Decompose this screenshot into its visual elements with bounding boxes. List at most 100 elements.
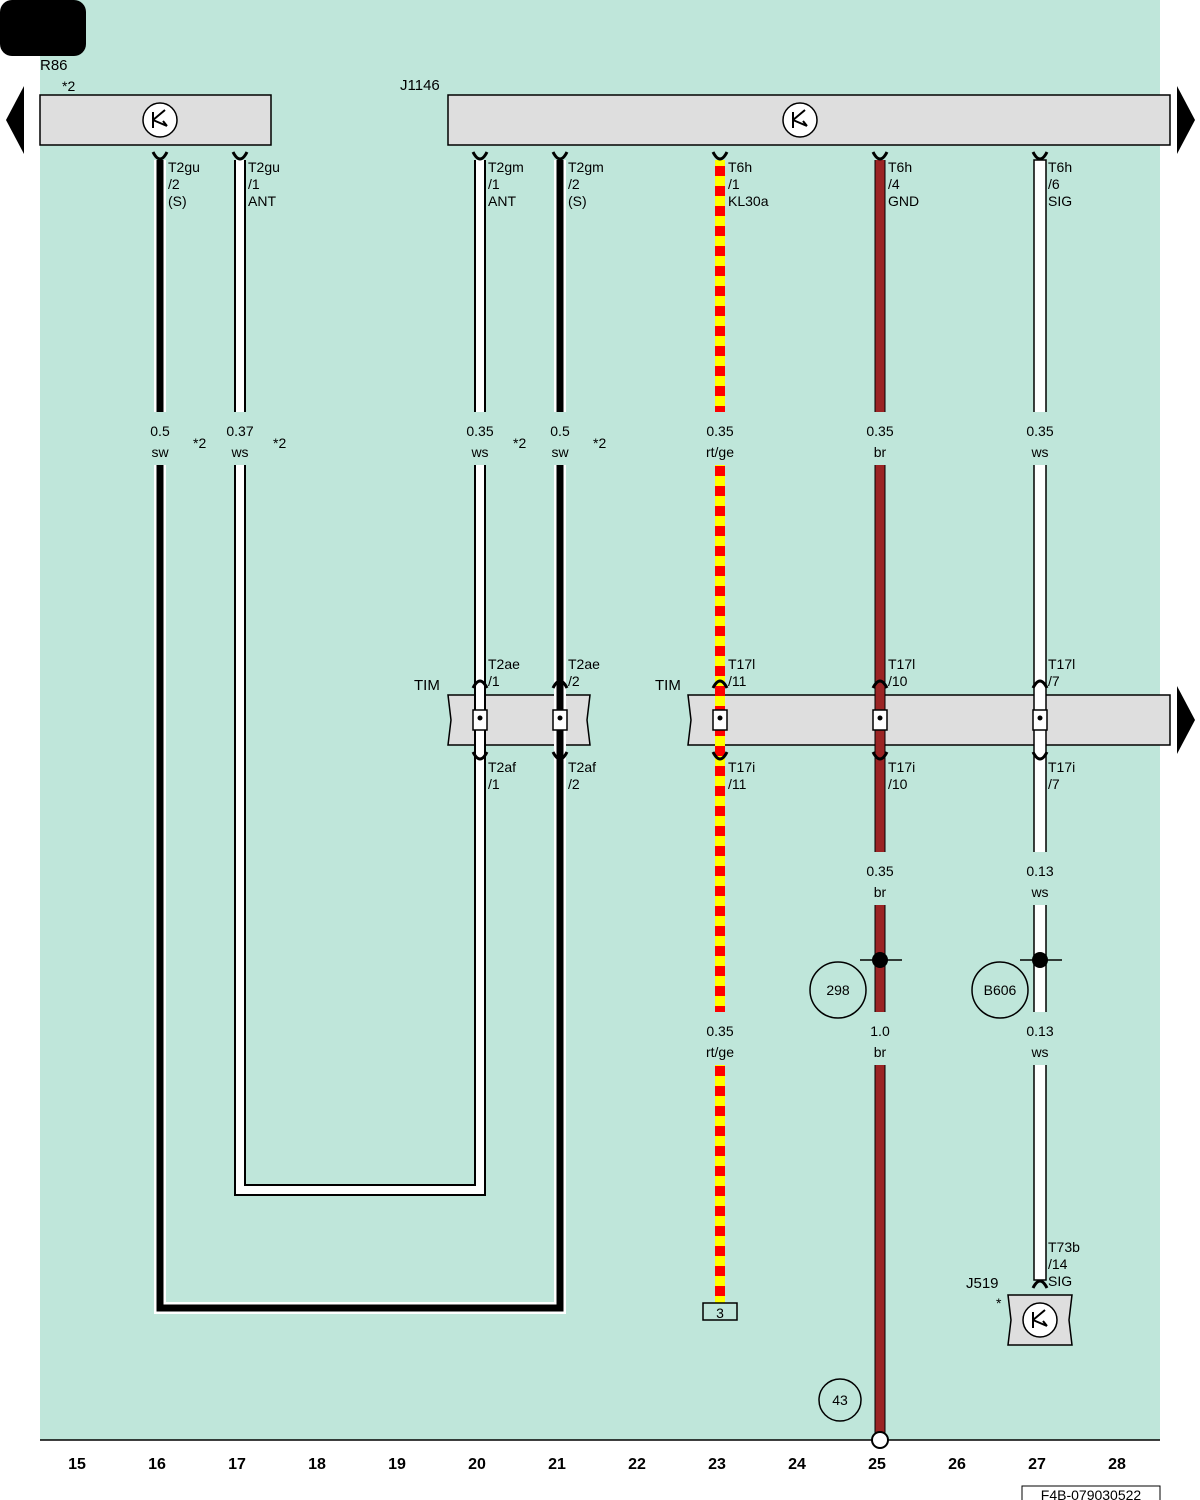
wire-notes: *2 *2 *2 *2	[193, 435, 606, 451]
svg-text:17: 17	[228, 1456, 246, 1473]
svg-text:26: 26	[948, 1456, 966, 1473]
svg-text:SIG: SIG	[1048, 1273, 1072, 1289]
svg-text:0.13: 0.13	[1026, 863, 1053, 879]
svg-text:ws: ws	[1030, 884, 1048, 900]
component-symbol-icon	[152, 109, 168, 128]
svg-text:SIG: SIG	[1048, 193, 1072, 209]
svg-text:br: br	[874, 884, 887, 900]
arrow-right-icon[interactable]	[1177, 686, 1195, 754]
svg-text:1.0: 1.0	[870, 1023, 890, 1039]
svg-text:15: 15	[68, 1456, 86, 1473]
svg-text:/14: /14	[1048, 1256, 1068, 1272]
svg-text:28: 28	[1108, 1456, 1126, 1473]
page-tab	[0, 0, 86, 56]
wire-25[interactable]	[875, 160, 885, 1440]
wire-16-21-loop-fill	[156, 160, 564, 1312]
svg-text:rt/ge: rt/ge	[706, 444, 734, 460]
arrow-left-icon[interactable]	[6, 86, 24, 154]
svg-text:T17i: T17i	[888, 759, 915, 775]
svg-text:/2: /2	[568, 176, 580, 192]
svg-text:T2gm: T2gm	[488, 159, 524, 175]
pin-symbols	[151, 151, 1049, 1289]
svg-text:0.35: 0.35	[706, 1023, 733, 1039]
j1146-component[interactable]: J1146	[400, 77, 1171, 146]
svg-text:ws: ws	[1030, 1044, 1048, 1060]
svg-text:ws: ws	[1030, 444, 1048, 460]
svg-text:GND: GND	[888, 193, 919, 209]
svg-text:ws: ws	[230, 444, 248, 460]
svg-text:T2ae: T2ae	[568, 656, 600, 672]
svg-text:/2: /2	[568, 776, 580, 792]
reference-box-3[interactable]: 3	[702, 1302, 738, 1321]
svg-text:0.35: 0.35	[866, 863, 893, 879]
tim-right-connector[interactable]: TIM	[655, 677, 1171, 746]
connector-pin-marks	[477, 715, 1043, 721]
svg-text:ANT: ANT	[488, 193, 516, 209]
svg-text:/11: /11	[728, 776, 747, 792]
svg-text:T17l: T17l	[888, 656, 915, 672]
splice-298[interactable]: 298	[809, 952, 902, 1019]
svg-text:23: 23	[708, 1456, 726, 1473]
svg-text:20: 20	[468, 1456, 486, 1473]
arrow-right-icon[interactable]	[1177, 86, 1195, 154]
svg-text:T2ae: T2ae	[488, 656, 520, 672]
svg-text:sw: sw	[151, 444, 169, 460]
wire-17-20-loop-fill	[236, 160, 484, 1194]
svg-text:T6h: T6h	[1048, 159, 1072, 175]
svg-text:T2gu: T2gu	[168, 159, 200, 175]
svg-text:25: 25	[868, 1456, 886, 1473]
svg-text:21: 21	[548, 1456, 566, 1473]
svg-text:24: 24	[788, 1456, 806, 1473]
svg-text:sw: sw	[551, 444, 569, 460]
svg-text:/2: /2	[168, 176, 180, 192]
tim-right-label: TIM	[655, 677, 681, 694]
svg-text:0.5: 0.5	[550, 423, 570, 439]
svg-text:(S): (S)	[168, 193, 187, 209]
component-symbol-icon	[142, 102, 178, 138]
wire-23[interactable]	[715, 160, 725, 1310]
splice-298-label: 298	[826, 982, 850, 998]
wire-labels: 0.5 sw 0.37 ws 0.35 ws 0.5 sw 0.35 rt/ge…	[150, 423, 1054, 1060]
svg-text:T2gm: T2gm	[568, 159, 604, 175]
svg-text:27: 27	[1028, 1456, 1046, 1473]
component-symbol-icon	[782, 102, 818, 138]
svg-text:/4: /4	[888, 176, 900, 192]
svg-text:0.35: 0.35	[466, 423, 493, 439]
svg-text:br: br	[874, 444, 887, 460]
ground-reference-43-label: 43	[832, 1392, 848, 1408]
splice-b606-label: B606	[984, 982, 1017, 998]
svg-text:/10: /10	[888, 673, 908, 689]
svg-text:18: 18	[308, 1456, 326, 1473]
svg-text:0.35: 0.35	[706, 423, 733, 439]
j519-note: *	[996, 1295, 1002, 1311]
r86-note: *2	[62, 78, 75, 94]
svg-text:ws: ws	[470, 444, 488, 460]
ground-reference-43[interactable]: 43	[818, 1378, 889, 1449]
svg-text:*2: *2	[273, 435, 286, 451]
j1146-label: J1146	[400, 77, 440, 94]
svg-text:T2af: T2af	[568, 759, 596, 775]
wire-label-gaps	[140, 412, 1060, 1065]
svg-text:/7: /7	[1048, 673, 1060, 689]
svg-text:KL30a: KL30a	[728, 193, 769, 209]
track-numbers: 15 16 17 18 19 20 21 22 23 24 25 26 27 2…	[68, 1456, 1126, 1473]
svg-text:T2gu: T2gu	[248, 159, 280, 175]
svg-text:/11: /11	[728, 673, 747, 689]
svg-text:T6h: T6h	[728, 159, 752, 175]
splice-b606[interactable]: B606	[971, 952, 1062, 1019]
r86-component[interactable]: R86 *2	[39, 57, 272, 146]
svg-text:0.5: 0.5	[150, 423, 170, 439]
svg-text:19: 19	[388, 1456, 406, 1473]
j519-component[interactable]: J519 *	[966, 1275, 1073, 1346]
svg-text:T17i: T17i	[728, 759, 755, 775]
j519-label: J519	[966, 1275, 999, 1292]
r86-label: R86	[40, 57, 68, 74]
svg-text:T17l: T17l	[728, 656, 755, 672]
svg-text:F4B-079030522: F4B-079030522	[1041, 1487, 1142, 1500]
component-symbol-icon	[1032, 1309, 1048, 1328]
svg-text:*2: *2	[593, 435, 606, 451]
svg-text:0.35: 0.35	[866, 423, 893, 439]
svg-text:16: 16	[148, 1456, 166, 1473]
svg-text:/1: /1	[488, 673, 500, 689]
svg-text:/1: /1	[728, 176, 740, 192]
